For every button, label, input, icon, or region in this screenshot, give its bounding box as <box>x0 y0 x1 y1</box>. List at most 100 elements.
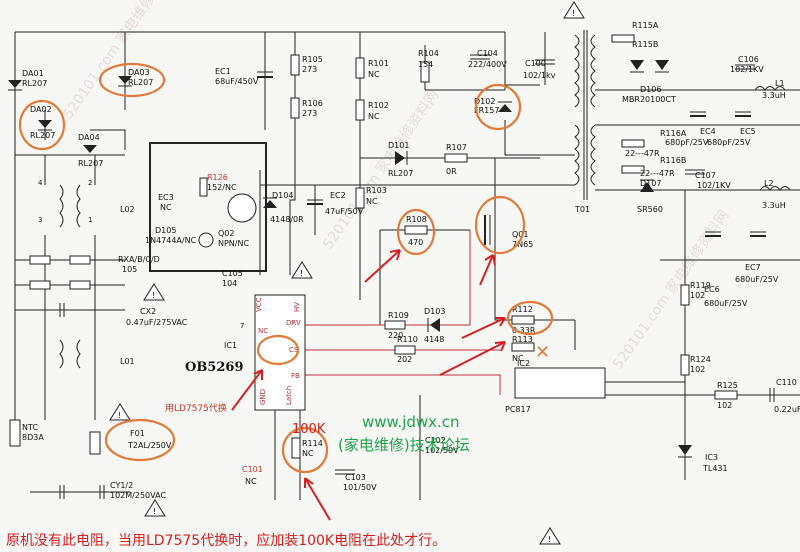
capacitor-c101: C101 NC <box>242 465 263 486</box>
diode-d106: D106 MBR20100CT <box>622 60 676 104</box>
c107-val: 102/1KV <box>697 181 731 190</box>
r125-ref: R125 <box>717 381 738 390</box>
f01-ref: F01 <box>130 429 145 438</box>
annotation-arrows <box>231 249 506 521</box>
capacitor-ec5: EC5 680pF/25V <box>707 111 756 147</box>
diode-da04: DA04 RL207 <box>78 133 103 168</box>
r109-val: 220 <box>388 331 403 340</box>
footer-note: 原机没有此电阻，当用LD7575代换时，应加装100K电阻在此处才行。 <box>6 533 447 549</box>
d104-ref: D104 <box>272 191 293 200</box>
pin-vcc: VCC <box>255 297 263 312</box>
diode-d107: D107 SR560 <box>637 179 663 214</box>
r114-ref: R114 <box>302 439 323 448</box>
ec6-ref: EC6 <box>704 285 720 294</box>
c105-val: 104 <box>222 279 237 288</box>
ic1-ob5269: VCC HV NC DRV CS FB GND Latch IC1 OB5269… <box>185 294 306 411</box>
ec7-val: 680uF/25V <box>735 275 779 284</box>
remove-mark-icon: ✕ <box>535 342 550 363</box>
r113-val: NC <box>512 354 524 363</box>
r125-val: 102 <box>717 401 732 410</box>
capacitor-ec2: EC2 47uF/50V <box>307 191 364 216</box>
warning-triangle-icon: ! ! ! ! ! ! <box>109 1 585 545</box>
c104-ref: C104 <box>477 49 498 58</box>
rx-val: 105 <box>122 265 137 274</box>
cx2-val: 0.47uF/275VAC <box>126 318 188 327</box>
ic3-val: TL431 <box>702 464 728 473</box>
r116a-val: 22---47R <box>625 149 660 158</box>
d101-ref: D101 <box>388 141 409 150</box>
ic2-ref: IC2 <box>517 359 530 368</box>
d106-val: MBR20100CT <box>622 95 676 104</box>
r114-val: NC <box>302 449 314 458</box>
r102-val: NC <box>368 112 380 121</box>
inductor-l2: L2 3.3uH <box>759 179 791 210</box>
ec5-ref: EC5 <box>740 127 756 136</box>
choke-l01: L01 <box>59 339 135 369</box>
svg-text:7: 7 <box>240 322 244 330</box>
diode-d101: D101 RL207 <box>388 141 413 178</box>
r116a-ref: R116A <box>660 129 687 138</box>
r104-ref: R104 <box>418 49 439 58</box>
ic1-name: OB5269 <box>185 360 244 375</box>
res-100k-label: 100K <box>292 422 326 437</box>
resistor-r102: R102 NC <box>355 99 389 121</box>
c101-ref: C101 <box>242 465 263 474</box>
r116b-val: 22---47R <box>640 169 675 178</box>
ec5-val: 680pF/25V <box>707 138 751 147</box>
q02-val: NPN/NC <box>218 239 249 248</box>
d102-ref: D102 <box>474 97 495 106</box>
r107-ref: R107 <box>446 143 467 152</box>
c110-ref: C110 <box>776 378 797 387</box>
resistor-r108: R108 470 <box>404 215 428 247</box>
capacitor-cx2: CX2 0.47uF/275VAC <box>59 303 188 327</box>
d107-ref: D107 <box>640 179 661 188</box>
svg-text:!: ! <box>153 507 156 516</box>
resistor-r112: R112 0.33R <box>511 305 536 335</box>
capacitor-cy: CY1/2 102M/250VAC <box>59 481 166 500</box>
r115b-ref: R115B <box>632 40 658 49</box>
r124-ref: R124 <box>690 355 711 364</box>
ic2-val: PC817 <box>505 405 531 414</box>
wiring <box>14 31 800 500</box>
ec2-ref: EC2 <box>330 191 346 200</box>
r108-val: 470 <box>408 238 423 247</box>
resistor-r124: R124 102 <box>680 354 711 376</box>
r112-ref: R112 <box>512 305 533 314</box>
diode-d102: D102 FR157 <box>474 97 512 115</box>
cx2-ref: CX2 <box>140 307 156 316</box>
svg-text:!: ! <box>572 9 575 18</box>
capacitor-c110: C110 0.22uF <box>769 378 800 414</box>
pin-cs: CS <box>289 346 299 354</box>
ec1-ref: EC1 <box>215 67 231 76</box>
d102-val: FR157 <box>474 106 499 115</box>
svg-text:!: ! <box>152 291 155 300</box>
capacitor-c104: C104 222/400V <box>468 49 507 69</box>
c103-ref: C103 <box>345 473 366 482</box>
ec7-ref: EC7 <box>745 263 761 272</box>
ic1-ref: IC1 <box>224 341 237 350</box>
r106-val: 273 <box>302 109 317 118</box>
r107-val: 0R <box>446 167 457 176</box>
d107-val: SR560 <box>637 205 663 214</box>
diode-d103: D103 4148 <box>424 307 445 344</box>
da02-val: RL207 <box>30 131 55 140</box>
da03-ref: DA03 <box>128 68 150 77</box>
svg-text:!: ! <box>118 411 121 420</box>
resistor-r116: R116A 22---47R R116B 22---47R <box>621 129 687 178</box>
da01-val: RL207 <box>22 79 47 88</box>
c110-val: 0.22uF <box>774 405 800 414</box>
r115a-ref: R115A <box>632 21 659 30</box>
pin-latch: Latch <box>285 386 293 405</box>
ntc-thermistor: NTC 8D3A <box>9 419 44 447</box>
q01-ref: Q01 <box>512 230 528 239</box>
site-url: www.jdwx.cn <box>362 413 460 431</box>
svg-text:1: 1 <box>88 216 92 224</box>
c104-val: 222/400V <box>468 60 507 69</box>
transformer-t01: T01 <box>574 30 596 214</box>
capacitor-c107: C107 102/1KV <box>685 169 731 190</box>
c102-val: 102/50V <box>425 446 459 455</box>
c103-val: 101/50V <box>343 483 377 492</box>
pin-drv: DRV <box>286 319 301 327</box>
